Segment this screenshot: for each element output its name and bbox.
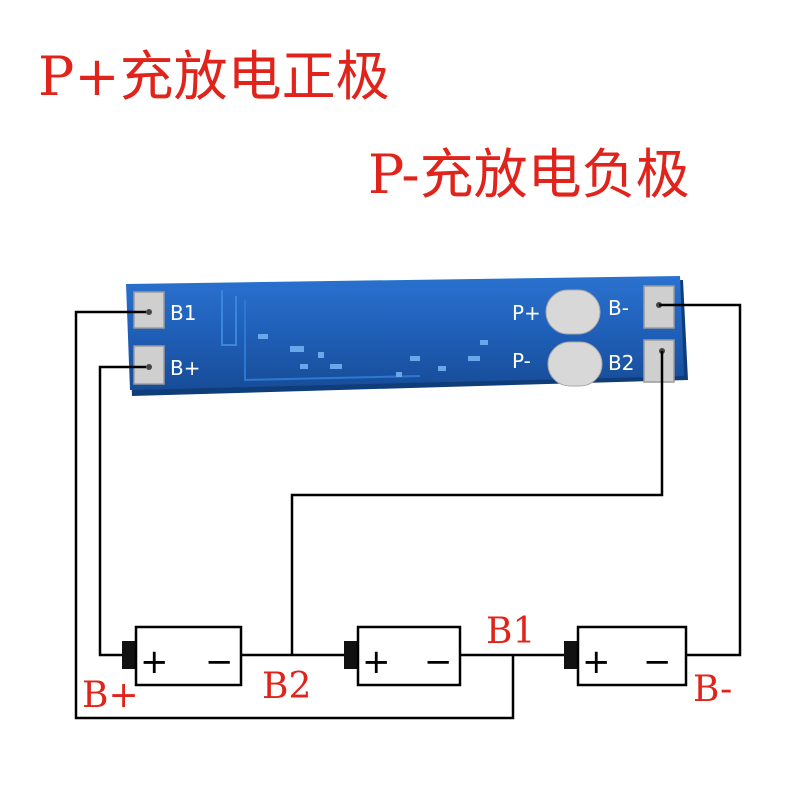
battery-cell-3: + − [564, 625, 688, 687]
battery-cell-1: + − [122, 625, 243, 687]
p-plus-pad [545, 289, 601, 335]
pad-b2 [643, 339, 675, 383]
pcb-components [258, 334, 488, 377]
protection-board: B1 B+ P+ P- B- B2 [126, 276, 688, 396]
label-b2: B2 [262, 666, 311, 707]
board-label-p-plus: P+ [512, 301, 541, 325]
wire-b2 [290, 351, 664, 655]
cell-3-minus: − [643, 642, 672, 682]
p-minus-heading: P-充放电负极 [368, 143, 690, 206]
cell-1-minus: − [205, 642, 234, 682]
pcb-trace [221, 290, 237, 346]
cell-1-plus: + [140, 642, 169, 682]
wire-b1 [74, 310, 515, 720]
wire-b-minus [659, 303, 742, 657]
board-label-b1: B1 [170, 301, 196, 325]
pcb-trace [244, 300, 421, 382]
wires [74, 303, 742, 720]
board-label-b2: B2 [608, 351, 634, 375]
cell-3-plus: + [582, 642, 611, 682]
pad-b-plus [133, 345, 165, 385]
board-label-b-minus: B- [608, 296, 629, 320]
cell-2-plus: + [362, 642, 391, 682]
label-b-plus: B+ [82, 675, 139, 716]
board-label-b-plus: B+ [170, 356, 200, 380]
p-minus-pad [547, 341, 603, 387]
board-label-p-minus: P- [512, 349, 531, 373]
cell-2-minus: − [424, 642, 453, 682]
pad-b1 [133, 291, 165, 329]
label-b-minus: B- [693, 669, 732, 710]
wire-b-plus [98, 365, 146, 657]
battery-cell-2: + − [344, 625, 462, 687]
p-plus-heading: P+充放电正极 [38, 45, 390, 108]
pcb-surface [126, 276, 684, 390]
label-b1: B1 [486, 611, 535, 652]
pad-b-minus [643, 285, 675, 329]
